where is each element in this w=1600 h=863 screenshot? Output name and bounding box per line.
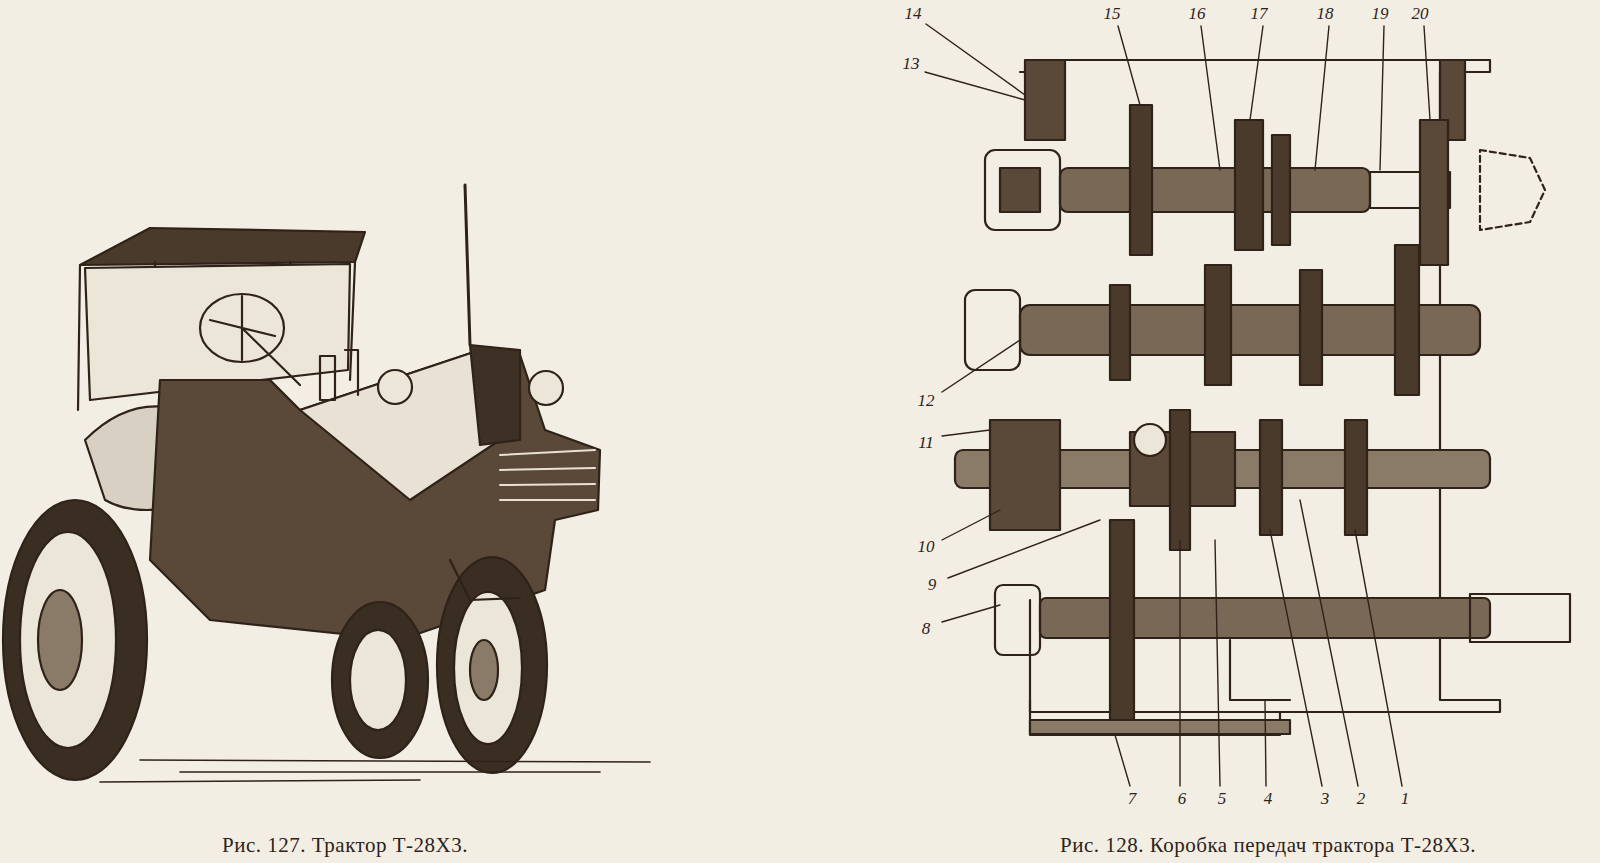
callout-number: 7: [1128, 790, 1137, 807]
callout-number: 12: [918, 392, 935, 409]
callout-number: 13: [903, 55, 920, 72]
callout-number: 11: [918, 434, 934, 451]
callout-number: 3: [1321, 790, 1330, 807]
gearbox-section: [925, 24, 1570, 786]
figure-caption: Рис. 127. Трактор Т-28Х3.: [222, 835, 468, 856]
figure-caption: Рис. 128. Коробка передач трактора Т-28Х…: [1060, 835, 1476, 856]
callout-number: 14: [905, 5, 922, 22]
callout-number: 1: [1401, 790, 1410, 807]
callout-number: 20: [1412, 5, 1429, 22]
callout-number: 4: [1264, 790, 1273, 807]
callout-number: 16: [1189, 5, 1206, 22]
callout-number: 2: [1357, 790, 1366, 807]
callout-number: 6: [1178, 790, 1187, 807]
callout-number: 15: [1104, 5, 1121, 22]
callout-number: 8: [922, 620, 931, 637]
callout-number: 5: [1218, 790, 1227, 807]
callout-number: 18: [1317, 5, 1334, 22]
callout-number: 9: [928, 576, 937, 593]
tractor-drawing: [3, 185, 650, 782]
callout-number: 10: [918, 538, 935, 555]
callout-number: 17: [1251, 5, 1268, 22]
callout-number: 19: [1372, 5, 1389, 22]
